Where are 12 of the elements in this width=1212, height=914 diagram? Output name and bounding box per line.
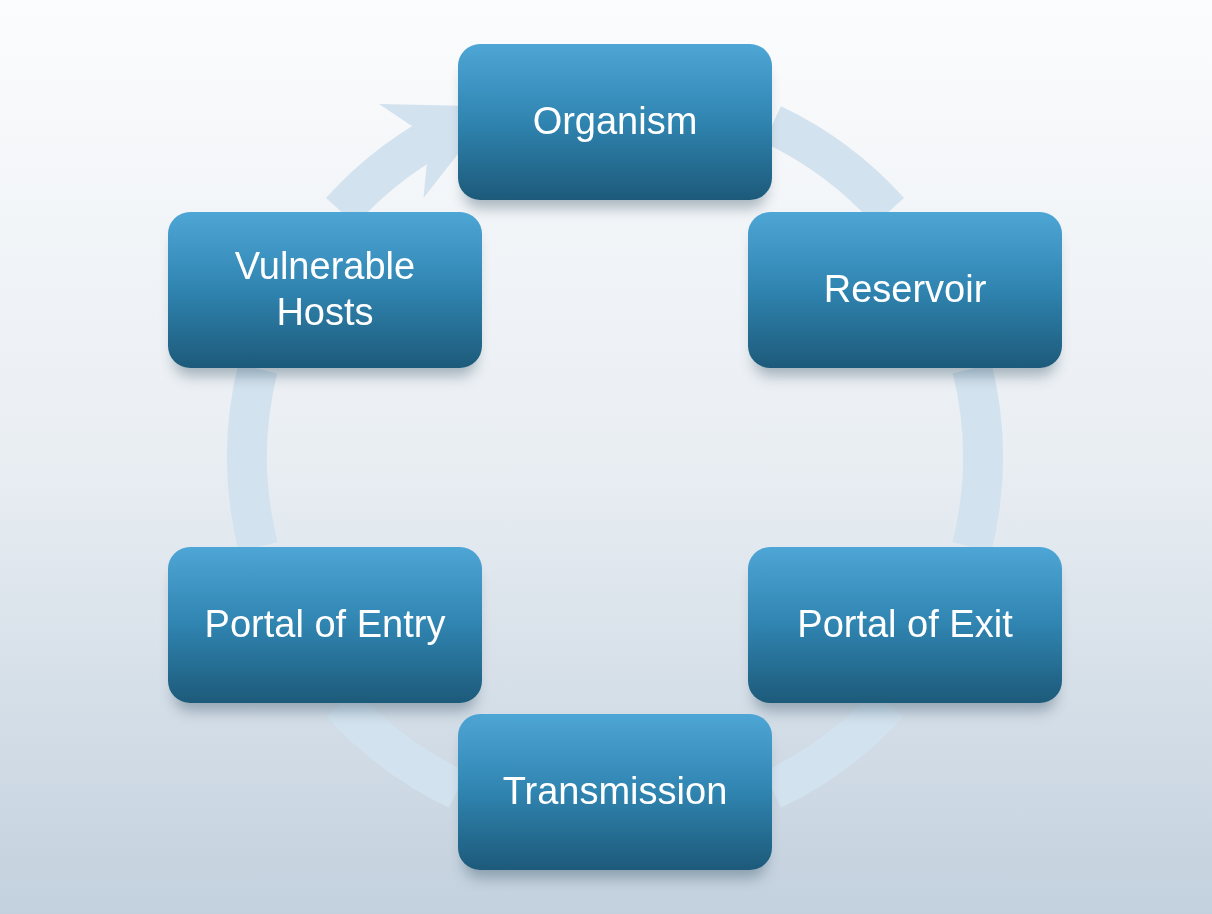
box-label: Portal of Entry — [204, 602, 446, 648]
box-label: Reservoir — [823, 267, 987, 313]
process-box — [748, 547, 1062, 703]
process-box — [748, 212, 1062, 368]
process-box — [458, 714, 772, 870]
box-label: Vulnerable Hosts — [233, 244, 417, 335]
box-label: Transmission — [502, 769, 728, 815]
box-label: Organism — [532, 99, 698, 145]
box-label: Portal of Exit — [797, 602, 1013, 648]
process-box — [458, 44, 772, 200]
process-box — [168, 547, 482, 703]
process-box — [168, 212, 482, 368]
